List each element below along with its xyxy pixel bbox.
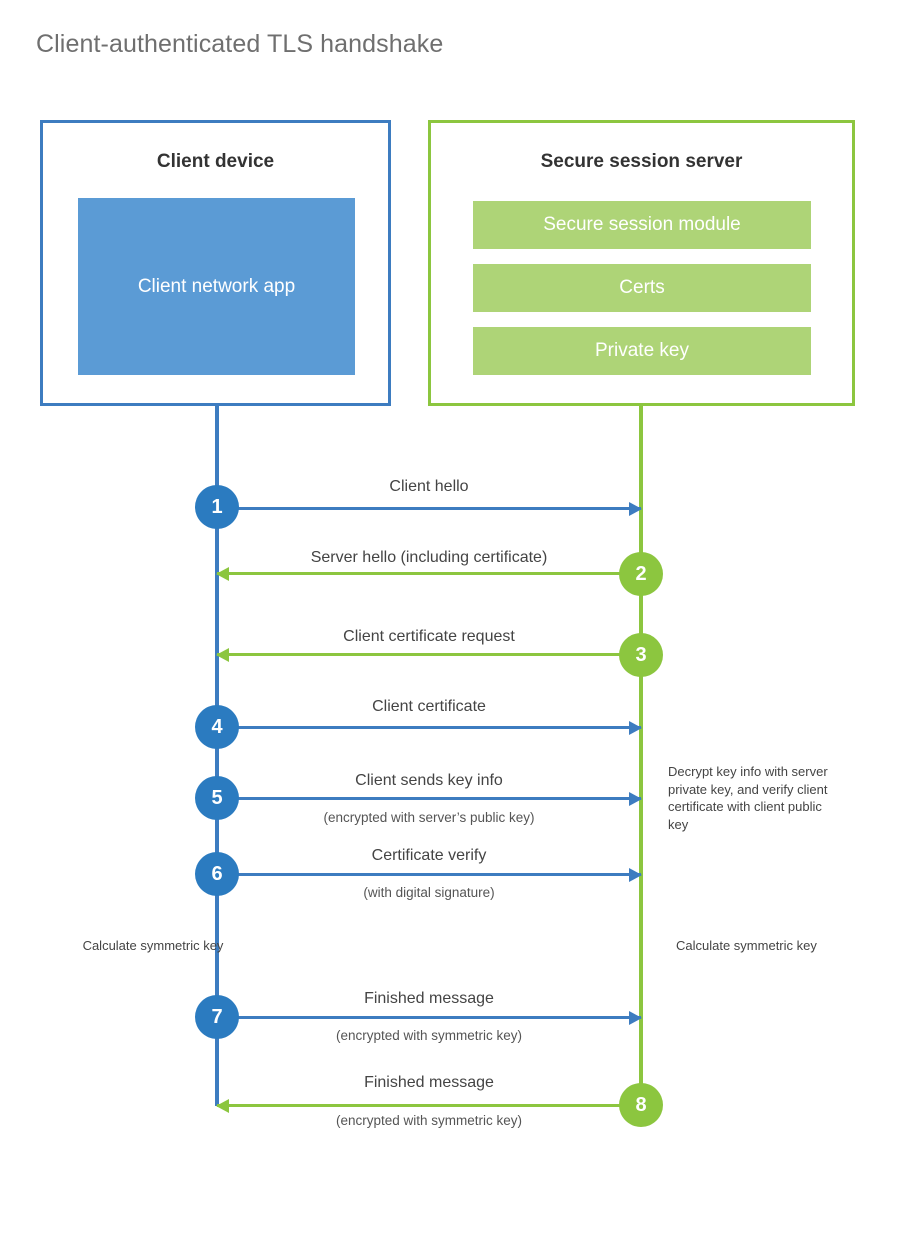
server-lifeline — [639, 403, 643, 1106]
step-8-sublabel: (encrypted with symmetric key) — [335, 1113, 523, 1128]
step-6-circle[interactable]: 6 — [195, 852, 239, 896]
step-1-circle[interactable]: 1 — [195, 485, 239, 529]
step-8-circle[interactable]: 8 — [619, 1083, 663, 1127]
page-title: Client-authenticated TLS handshake — [36, 30, 444, 58]
note-decrypt-key-info: Decrypt key info with server private key… — [668, 764, 828, 832]
step-4-circle[interactable]: 4 — [195, 705, 239, 749]
arrow-head-right-icon — [629, 1010, 642, 1025]
arrow-head-right-icon — [629, 720, 642, 735]
step-5-label: Client sends key info — [355, 772, 503, 789]
server-module-private-key: Private key — [473, 327, 811, 375]
step-1-label: Client hello — [389, 478, 469, 495]
arrow-head-left-icon — [216, 566, 229, 581]
note-calculate-symmetric-key-client: Calculate symmetric key — [82, 938, 224, 953]
client-lifeline — [215, 403, 219, 1106]
secure-session-server-box: Secure session server Secure session mod… — [428, 120, 855, 406]
step-7-label: Finished message — [364, 990, 494, 1007]
step-7-circle[interactable]: 7 — [195, 995, 239, 1039]
client-network-app-block: Client network app — [78, 198, 355, 375]
step-6-arrow — [217, 867, 642, 882]
note-calculate-symmetric-key-server: Calculate symmetric key — [676, 938, 817, 953]
step-6-sublabel: (with digital signature) — [363, 885, 495, 900]
step-1-arrow — [217, 501, 642, 516]
arrow-head-right-icon — [629, 867, 642, 882]
step-7-arrow — [217, 1010, 642, 1025]
step-5-sublabel: (encrypted with server’s public key) — [323, 810, 535, 825]
step-3-circle[interactable]: 3 — [619, 633, 663, 677]
step-5-arrow — [217, 791, 642, 806]
step-2-circle[interactable]: 2 — [619, 552, 663, 596]
arrow-head-right-icon — [629, 501, 642, 516]
step-7-sublabel: (encrypted with symmetric key) — [335, 1028, 523, 1043]
arrow-head-left-icon — [216, 1098, 229, 1113]
step-4-label: Client certificate — [372, 698, 486, 715]
arrow-head-right-icon — [629, 791, 642, 806]
step-2-label: Server hello (including certificate) — [310, 549, 548, 566]
step-6-label: Certificate verify — [371, 847, 487, 864]
step-4-arrow — [217, 720, 642, 735]
step-8-label: Finished message — [364, 1074, 494, 1091]
server-module-secure-session-module: Secure session module — [473, 201, 811, 249]
step-3-arrow — [216, 647, 641, 662]
step-3-label: Client certificate request — [343, 628, 515, 645]
secure-session-server-title: Secure session server — [540, 151, 743, 172]
client-device-box: Client device Client network app — [40, 120, 391, 406]
client-device-title: Client device — [156, 151, 275, 172]
step-8-arrow — [216, 1098, 641, 1113]
step-2-arrow — [216, 566, 641, 581]
step-5-circle[interactable]: 5 — [195, 776, 239, 820]
server-module-certs: Certs — [473, 264, 811, 312]
arrow-head-left-icon — [216, 647, 229, 662]
